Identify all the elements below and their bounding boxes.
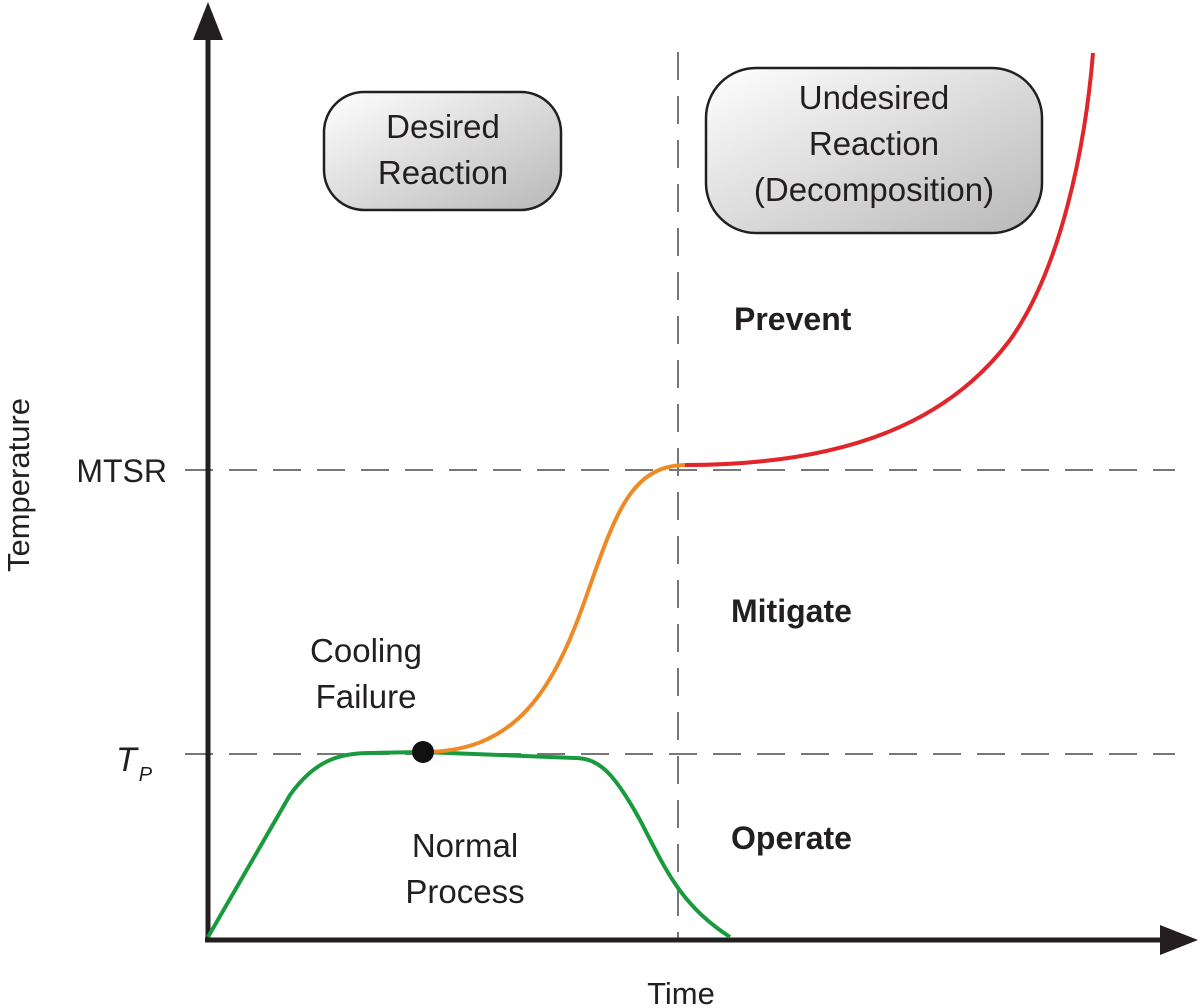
- cooling-failure-line-2: Failure: [316, 678, 417, 715]
- y-axis-label: Temperature: [1, 398, 36, 572]
- zone-operate-label: Operate: [731, 820, 852, 856]
- normal-process-line-2: Process: [405, 873, 524, 910]
- tp-label-symbol: T: [116, 741, 139, 779]
- tp-label-subscript: P: [139, 764, 153, 786]
- decomposition-curve: [684, 52, 1095, 467]
- x-axis-arrowhead: [1160, 925, 1198, 955]
- undesired-reaction-box-shape: [704, 66, 1044, 235]
- mtsr-label: MTSR: [76, 453, 167, 489]
- undesired-reaction-line-2: Reaction: [809, 125, 939, 162]
- desired-reaction-line-1: Desired: [386, 108, 500, 145]
- runaway-curve: [422, 463, 686, 754]
- desired-reaction-box: Desired Reaction: [322, 90, 563, 212]
- cooling-failure-marker: [412, 741, 434, 763]
- desired-reaction-line-2: Reaction: [378, 154, 508, 191]
- cooling-failure-line-1: Cooling: [310, 632, 422, 669]
- zone-mitigate-label: Mitigate: [731, 593, 852, 629]
- zone-prevent-label: Prevent: [734, 301, 852, 337]
- undesired-reaction-line-1: Undesired: [799, 79, 949, 116]
- normal-process-curve: [206, 749, 732, 939]
- undesired-reaction-box: Undesired Reaction (Decomposition): [704, 66, 1044, 235]
- undesired-reaction-line-3: (Decomposition): [754, 171, 994, 208]
- desired-reaction-box-shape: [322, 90, 563, 212]
- y-axis-arrowhead: [193, 2, 223, 40]
- normal-process-line-1: Normal: [412, 827, 518, 864]
- x-axis-label: Time: [647, 976, 715, 1008]
